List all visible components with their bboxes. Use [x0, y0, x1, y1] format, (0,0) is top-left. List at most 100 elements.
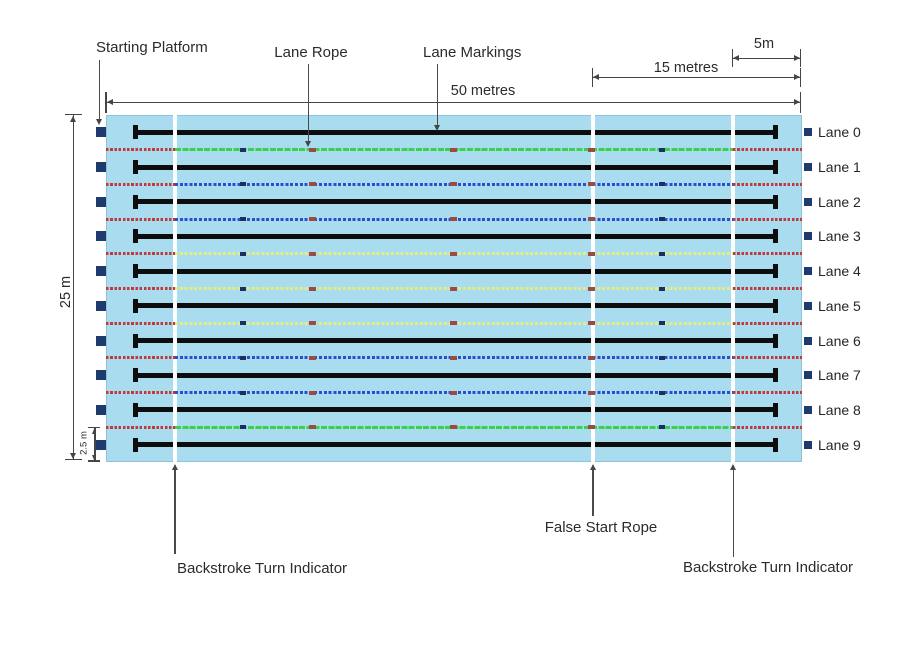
pool-length-dimension-label: 50 metres — [450, 83, 516, 99]
backstroke-distance-tick-right — [800, 49, 802, 67]
lane-width-dimension-line — [94, 428, 96, 461]
rope-marker-dark — [240, 425, 246, 430]
lane-label: Lane 9 — [818, 436, 861, 453]
rope-marker-red — [587, 425, 595, 430]
rope-marker-red — [587, 355, 595, 360]
lane-rope-end-red — [733, 425, 802, 429]
pool-length-dimension-line — [107, 101, 800, 103]
lane-rope-end-red — [106, 182, 175, 186]
starting-platform-block — [96, 162, 106, 173]
starting-platform-block — [96, 127, 106, 138]
rope-marker-dark — [659, 425, 665, 430]
lane-marking-end-cap-left — [133, 125, 138, 140]
lane-marking-end-cap-left — [133, 402, 138, 417]
lane-rope-end-red — [733, 148, 802, 152]
starting-platform-block — [96, 335, 106, 346]
lane-marking-line — [133, 303, 778, 309]
lane-label-bullet — [804, 128, 812, 137]
backstroke-distance-arrow-left-icon — [733, 55, 739, 61]
lane-label-bullet — [804, 405, 812, 414]
lane-marking-line — [133, 268, 778, 274]
lane-markings-label: Lane Markings — [423, 44, 522, 61]
lane-marking-end-cap-right — [773, 160, 778, 175]
pool-width-dimension-line — [72, 115, 75, 460]
lane-width-tick-bottom — [88, 460, 100, 462]
backstroke-left-leader-line — [174, 470, 176, 554]
lane-rope-end-red — [106, 391, 175, 395]
false-start-distance-label: 15 metres — [653, 60, 719, 76]
rope-marker-dark — [240, 182, 246, 187]
pool-length-arrow-right-icon — [793, 99, 800, 105]
lane-label-bullet — [804, 267, 812, 276]
rope-marker-red — [587, 321, 595, 326]
rope-marker-dark — [659, 182, 665, 187]
lane-marking-end-cap-left — [133, 333, 138, 348]
lane-marking-end-cap-right — [773, 368, 778, 383]
lane-marking-line — [133, 233, 778, 239]
lane-width-arrow-down-icon — [91, 455, 96, 460]
lane-label-bullet — [804, 336, 812, 345]
lane-marking-end-cap-left — [133, 437, 138, 452]
false-start-distance-arrow-left-icon — [593, 74, 599, 80]
rope-marker-dark — [240, 251, 246, 256]
lane-label-bullet — [804, 197, 812, 206]
lane-marking-end-cap-left — [133, 368, 138, 383]
lane-label: Lane 5 — [818, 297, 861, 314]
lane-marking-end-cap-left — [133, 160, 138, 175]
rope-marker-dark — [240, 390, 246, 395]
rope-marker-red — [587, 251, 595, 256]
rope-marker-red — [449, 251, 457, 256]
starting-platform-block — [96, 370, 106, 381]
rope-marker-red — [449, 390, 457, 395]
rope-marker-red — [449, 217, 457, 222]
lane-label-bullet — [804, 371, 812, 380]
rope-marker-red — [308, 147, 316, 152]
lane-rope-end-red — [106, 252, 175, 256]
lane-marking-end-cap-right — [773, 402, 778, 417]
lane-marking-end-cap-left — [133, 229, 138, 244]
backstroke-right-leader-arrow-icon — [730, 464, 737, 470]
backstroke-distance-arrow-right-icon — [793, 55, 800, 61]
lane-marking-end-cap-left — [133, 298, 138, 313]
rope-marker-red — [587, 182, 595, 187]
rope-marker-red — [587, 217, 595, 222]
lane-width-dimension-label: 2.5 m — [78, 431, 90, 455]
rope-marker-dark — [240, 147, 246, 152]
lane-markings-leader-line — [436, 64, 438, 125]
false-start-rope-leader-arrow-icon — [589, 464, 596, 470]
starting-platform-label: Starting Platform — [96, 39, 208, 56]
rope-marker-dark — [240, 355, 246, 360]
lane-label: Lane 4 — [818, 263, 861, 280]
rope-marker-dark — [659, 286, 665, 291]
lane-label: Lane 3 — [818, 228, 861, 245]
lane-marking-end-cap-right — [773, 264, 778, 279]
lane-label-bullet — [804, 301, 812, 310]
pool-length-arrow-left-icon — [107, 99, 113, 105]
lane-rope-end-red — [106, 356, 175, 360]
lane-marking-end-cap-right — [773, 229, 778, 244]
lane-marking-line — [133, 164, 778, 170]
lane-marking-line — [133, 129, 778, 135]
pool-width-arrow-down-icon — [70, 452, 77, 459]
rope-marker-red — [587, 147, 595, 152]
pool-width-tick-top — [65, 113, 82, 115]
lane-rope-leader-line — [307, 64, 309, 141]
lane-marking-line — [133, 442, 778, 448]
rope-marker-dark — [659, 251, 665, 256]
rope-marker-red — [449, 286, 457, 291]
rope-marker-red — [587, 286, 595, 291]
lane-marking-end-cap-right — [773, 437, 778, 452]
rope-marker-red — [308, 321, 316, 326]
pool-length-tick-right — [800, 92, 802, 113]
rope-marker-red — [449, 425, 457, 430]
rope-marker-dark — [240, 217, 246, 222]
backstroke-turn-indicator-left-label: Backstroke Turn Indicator — [176, 560, 348, 577]
rope-marker-dark — [240, 321, 246, 326]
lane-marking-end-cap-right — [773, 125, 778, 140]
starting-platform-block — [96, 266, 106, 277]
lane-rope-end-red — [106, 217, 175, 221]
starting-platform-block — [96, 300, 106, 311]
false-start-distance-tick-left — [592, 68, 594, 87]
lane-rope-end-red — [733, 287, 802, 290]
